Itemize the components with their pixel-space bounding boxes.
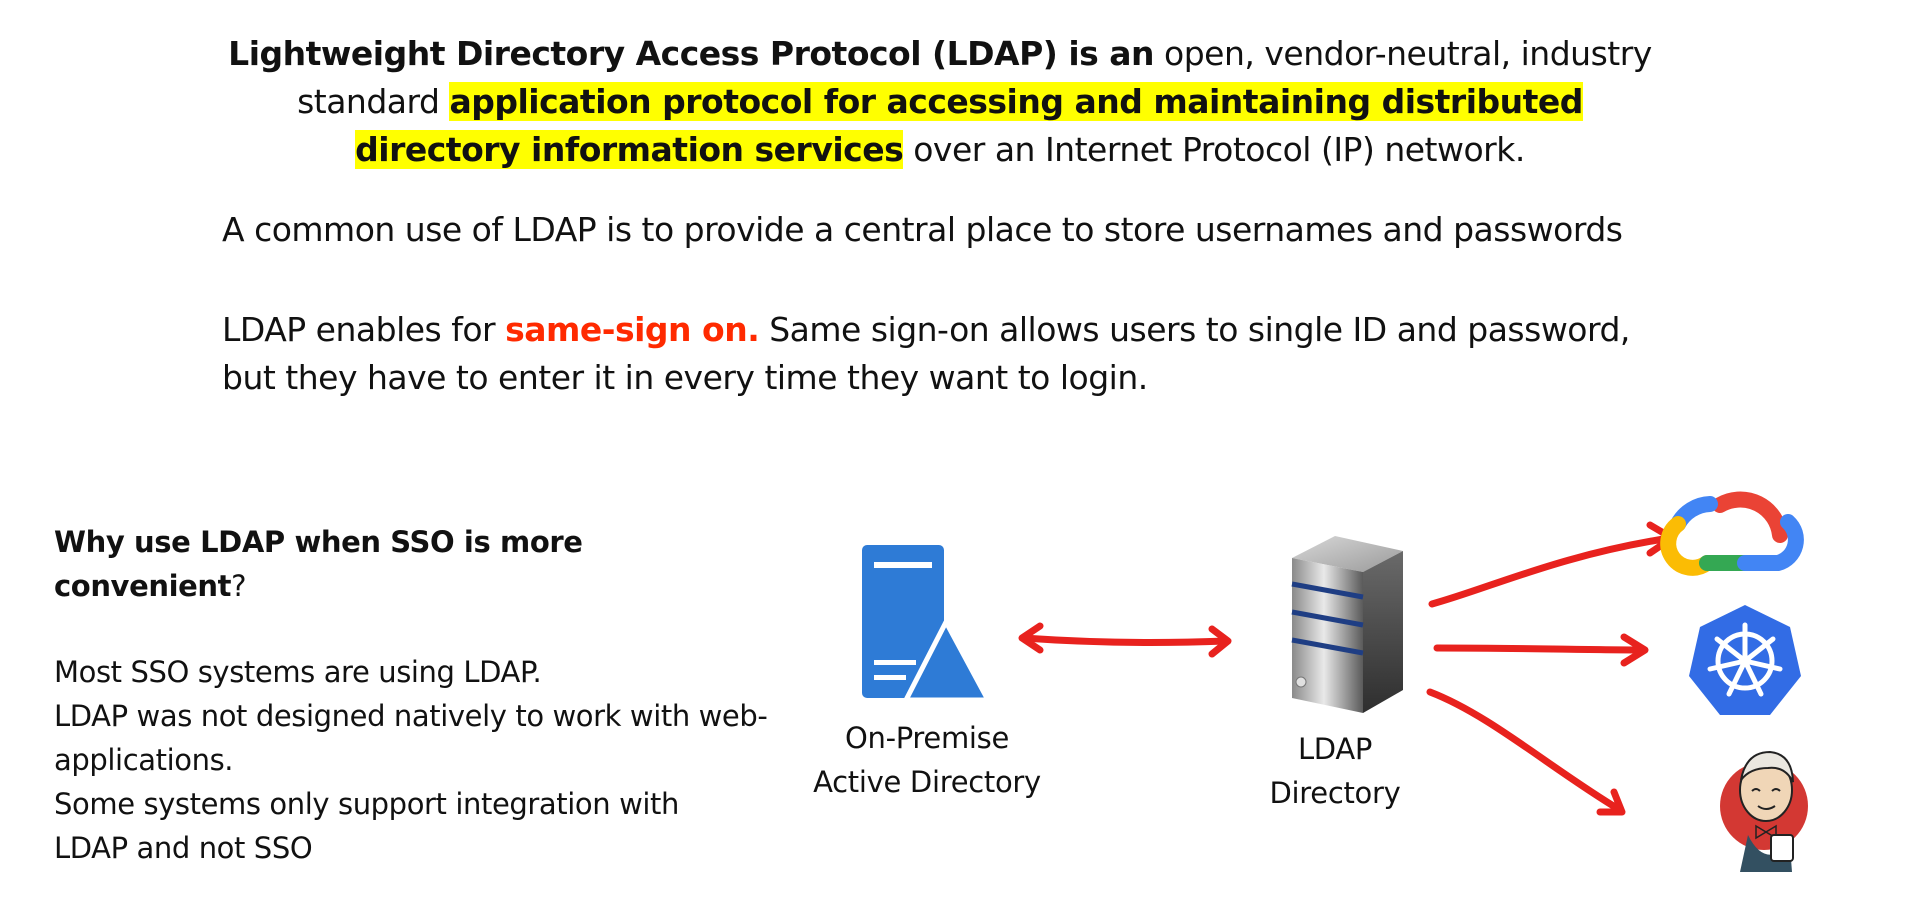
ldap-server-icon (1291, 536, 1403, 713)
why-question-mark: ? (231, 569, 247, 603)
why-answer-1: Most SSO systems are using LDAP. (54, 655, 542, 689)
why-section: Why use LDAP when SSO is more convenient… (54, 520, 774, 870)
why-question: Why use LDAP when SSO is more convenient… (54, 520, 774, 608)
intro-bold: Lightweight Directory Access Protocol (L… (228, 34, 1155, 73)
intro-paragraph: Lightweight Directory Access Protocol (L… (220, 30, 1660, 174)
bidirectional-arrow (1018, 622, 1232, 658)
kubernetes-icon (1689, 605, 1801, 715)
intro-tail: over an Internet Protocol (IP) network. (903, 130, 1525, 169)
common-use-text: A common use of LDAP is to provide a cen… (222, 210, 1623, 249)
arrow-to-jenkins (1426, 688, 1626, 816)
sso-suffix: Same sign-on allows users to single ID a… (222, 310, 1630, 397)
active-directory-icon (862, 545, 991, 703)
same-sign-on-paragraph: LDAP enables for same-sign on. Same sign… (222, 306, 1662, 402)
active-directory-caption-line1: On-Premise (844, 721, 1010, 755)
jenkins-icon (1720, 750, 1808, 872)
intro-text: open, vendor-neutral, industry standard (297, 34, 1652, 121)
arrow-to-google-cloud (1428, 521, 1676, 608)
active-directory-caption-line2: Active Directory (813, 765, 1041, 799)
why-answer-2: LDAP was not designed natively to work w… (54, 699, 768, 777)
arrow-to-kubernetes (1433, 633, 1649, 667)
why-question-bold: Why use LDAP when SSO is more convenient (54, 525, 583, 603)
ldap-directory-caption-line2: Directory (1269, 776, 1401, 810)
google-cloud-icon (1660, 491, 1804, 576)
active-directory-caption: On-Premise Active Directory (792, 716, 1062, 804)
ldap-directory-caption: LDAP Directory (1230, 727, 1440, 815)
sso-emphasis: same-sign on. (505, 310, 760, 349)
ldap-directory-caption-line1: LDAP (1297, 732, 1373, 766)
why-answer-3: Some systems only support integration wi… (54, 787, 679, 865)
sso-prefix: LDAP enables for (222, 310, 506, 349)
